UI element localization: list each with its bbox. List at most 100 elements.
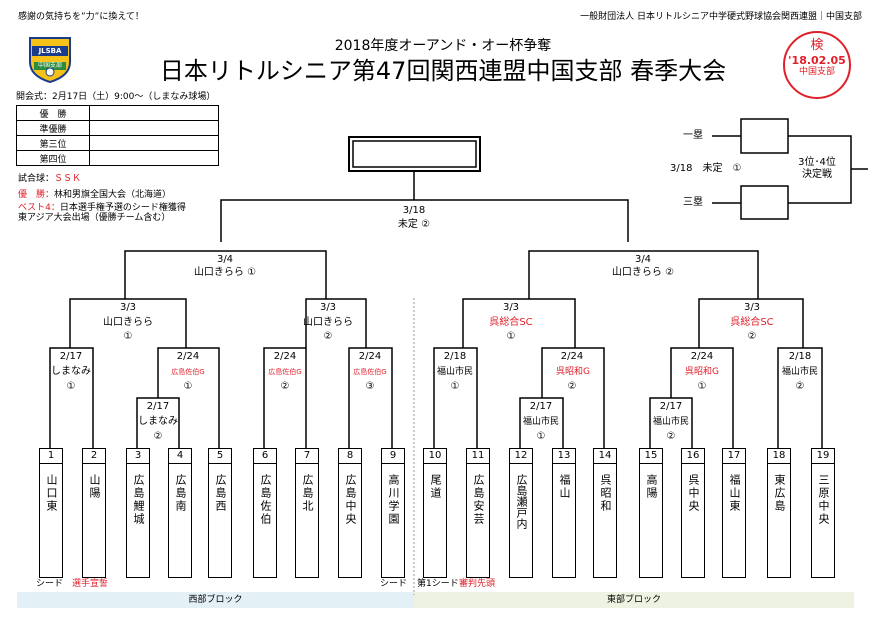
- third-place-label-2: 決定戦: [802, 169, 832, 180]
- team-name: 広島中央: [344, 474, 357, 526]
- quarter-date: 3/3: [743, 302, 761, 313]
- third-place-label-1: 3位･4位: [798, 157, 836, 168]
- final-date: 3/18: [402, 205, 426, 216]
- organizer: 一般財団法人 日本リトルシニア中学硬式野球協会関西連盟｜中国支部: [580, 12, 862, 22]
- inspection-stamp: 検 '18.02.05 中国支部: [783, 31, 851, 99]
- team-name: 呉中央: [687, 474, 700, 513]
- seed-right: シード: [380, 579, 408, 589]
- r2-court: ①: [183, 381, 193, 392]
- quarter-date: 3/3: [502, 302, 520, 313]
- winner-label: 優 勝：: [18, 190, 55, 200]
- team-name: 広島西: [214, 474, 227, 513]
- team-number: 8: [339, 449, 361, 464]
- quarter-venue: 山口きらら: [103, 317, 153, 328]
- r2-venue: 広島佐伯G: [268, 368, 302, 376]
- third-place-date: 3/18 未定 ①: [670, 163, 742, 174]
- results-row: 第三位: [16, 135, 219, 151]
- final-venue: 未定 ②: [397, 219, 431, 230]
- team-number: 11: [467, 449, 489, 464]
- r1-date: 2/17: [146, 401, 170, 412]
- r2-date: 2/17: [59, 351, 83, 362]
- quarter-court: ②: [323, 331, 333, 342]
- slogan: 感謝の気持ちを”力”に換えて！: [18, 12, 144, 22]
- third-base-label: 三塁: [683, 197, 703, 208]
- r2-date: 2/24: [690, 351, 714, 362]
- quarter-court: ②: [747, 331, 757, 342]
- team-name: 広島北: [301, 474, 314, 513]
- team-number: 1: [40, 449, 62, 464]
- east-block-bar: 東部ブロック: [414, 592, 854, 608]
- quarter-date: 3/3: [119, 302, 137, 313]
- stamp-date: '18.02.05: [788, 54, 846, 67]
- team-box: 11 広島安芸: [466, 448, 490, 578]
- r1-date: 2/17: [529, 401, 553, 412]
- r2-court: ①: [450, 381, 460, 392]
- r2-venue: 福山市民: [436, 367, 473, 377]
- team-name: 呉昭和: [599, 474, 612, 513]
- r2-venue: 広島佐伯G: [171, 368, 205, 376]
- r2-court: ②: [795, 381, 805, 392]
- team-box: 18 東広島: [767, 448, 791, 578]
- team-name: 三原中央: [817, 474, 830, 526]
- team-box: 16 呉中央: [681, 448, 705, 578]
- winner-note: 優 勝：林和男旗全国大会（北海道）: [18, 190, 171, 201]
- results-table: 優 勝 準優勝 第三位 第四位: [16, 105, 219, 166]
- semi-venue: 山口きらら ②: [611, 267, 675, 278]
- best4-value: 日本選手権予選のシード権獲得: [59, 203, 186, 213]
- r2-venue: 呉昭和G: [556, 367, 590, 377]
- logo-text: JLSBA: [38, 47, 62, 55]
- team-name: 山口東: [45, 474, 58, 513]
- team-number: 18: [768, 449, 790, 464]
- ball-value: ＳＳＫ: [54, 174, 82, 184]
- team-name: 尾道: [429, 474, 442, 500]
- team-name: 東広島: [773, 474, 786, 513]
- first-base-label: 一塁: [683, 130, 703, 141]
- r2-date: 2/24: [273, 351, 297, 362]
- west-block-label: 西部ブロック: [188, 595, 243, 605]
- results-row: 準優勝: [16, 120, 219, 136]
- stamp-org: 中国支部: [798, 67, 835, 77]
- r2-date: 2/24: [358, 351, 382, 362]
- r2-date: 2/18: [788, 351, 812, 362]
- team-box: 10 尾道: [423, 448, 447, 578]
- seed-first: 第1シード: [417, 579, 459, 589]
- team-box: 8 広島中央: [338, 448, 362, 578]
- page-title: 日本リトルシニア第47回関西連盟中国支部 春季大会: [159, 57, 727, 85]
- west-block-bar: 西部ブロック: [17, 592, 414, 608]
- team-number: 2: [83, 449, 105, 464]
- semi-date: 3/4: [216, 254, 234, 265]
- r2-court: ②: [567, 381, 577, 392]
- team-number: 10: [424, 449, 446, 464]
- results-row: 第四位: [16, 150, 219, 166]
- quarter-venue: 山口きらら: [303, 317, 353, 328]
- team-box: 1 山口東: [39, 448, 63, 578]
- quarter-venue: 呉総合SC: [730, 317, 774, 328]
- team-name: 高陽: [645, 474, 658, 500]
- team-number: 15: [640, 449, 662, 464]
- result-label: 第四位: [16, 150, 90, 166]
- r2-venue: 呉昭和G: [685, 367, 719, 377]
- best4-note-line2: 東アジア大会出場（優勝チーム含む）: [18, 213, 171, 223]
- r1-court: ②: [153, 431, 163, 442]
- team-name: 広島安芸: [472, 474, 485, 526]
- logo-subtext: 中国支部: [37, 62, 62, 69]
- r2-venue: しまなみ: [51, 366, 91, 377]
- result-value: [89, 150, 219, 166]
- team-number: 17: [723, 449, 745, 464]
- team-number: 19: [812, 449, 834, 464]
- winner-value: 林和男旗全国大会（北海道）: [54, 190, 172, 200]
- semi-venue: 山口きらら ①: [193, 267, 257, 278]
- r1-venue: 福山市民: [522, 417, 559, 427]
- team-name: 福山: [558, 474, 571, 500]
- stamp-mark: 検: [810, 38, 824, 53]
- team-number: 16: [682, 449, 704, 464]
- oath-left: 選手宣誓: [72, 579, 109, 589]
- r2-date: 2/24: [176, 351, 200, 362]
- r2-date: 2/18: [443, 351, 467, 362]
